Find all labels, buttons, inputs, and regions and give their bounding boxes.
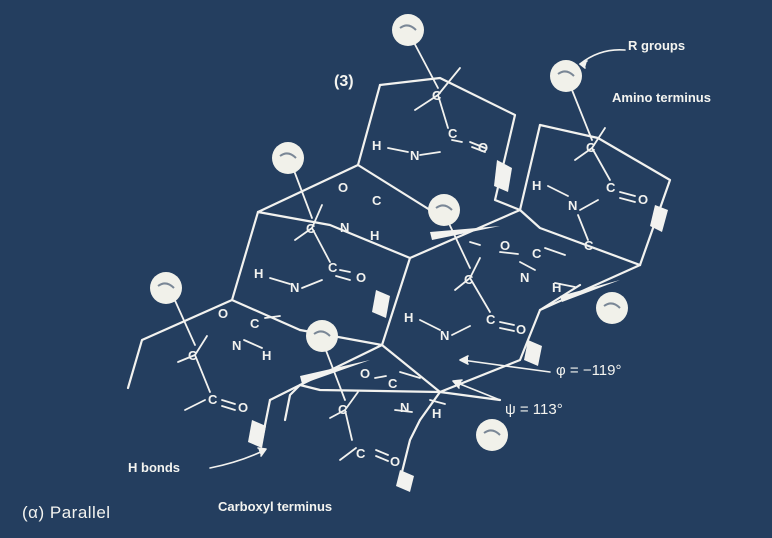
atom-oxygen: O: [356, 270, 366, 285]
atom-carbonyl-carbon: C: [448, 126, 458, 141]
atom-nitrogen: N: [568, 198, 577, 213]
atom-nitrogen: N: [290, 280, 299, 295]
r-group-circle: [150, 272, 182, 304]
atom-carbonyl-carbon: C: [328, 260, 338, 275]
atom-nitrogen: N: [340, 220, 349, 235]
r-groups-label: R groups: [628, 38, 686, 53]
atom-carbon: C: [250, 316, 260, 331]
r-group-circle: [550, 60, 582, 92]
atom-carbonyl-carbon: C: [486, 312, 496, 327]
r-group-circle: [272, 142, 304, 174]
atom-oxygen: O: [478, 140, 488, 155]
atom-oxygen: O: [338, 180, 348, 195]
atom-carbonyl-carbon: C: [606, 180, 616, 195]
r-group-circle: [392, 14, 424, 46]
atom-carbon: C: [532, 246, 542, 261]
atom-alpha-carbon: C: [188, 348, 198, 363]
atom-hydrogen: H: [432, 406, 441, 421]
atom-oxygen: O: [638, 192, 648, 207]
atom-alpha-carbon: C: [586, 140, 596, 155]
atom-carbon: C: [372, 193, 382, 208]
r-group-circle: [596, 292, 628, 324]
r-group-markers: [150, 14, 628, 451]
atom-oxygen: O: [218, 306, 228, 321]
atom-alpha-carbon: C: [338, 402, 348, 417]
atom-oxygen: O: [516, 322, 526, 337]
atom-nitrogen: N: [410, 148, 419, 163]
psi-angle-label: ψ = 113°: [505, 401, 563, 418]
phi-angle-label: φ = −119°: [556, 362, 622, 379]
r-group-circle: [428, 194, 460, 226]
atom-labels: C C O H N C C O H N O C N H C C O O C N …: [188, 88, 648, 469]
atom-nitrogen: N: [232, 338, 241, 353]
atom-oxygen: O: [238, 400, 248, 415]
amino-terminus-label: Amino terminus: [612, 90, 711, 105]
atom-alpha-carbon: C: [306, 221, 316, 236]
atom-hydrogen: H: [254, 266, 263, 281]
annotation-arrows: [209, 48, 626, 469]
atom-nitrogen: N: [440, 328, 449, 343]
carboxyl-terminus-label: Carboxyl terminus: [218, 499, 333, 514]
sheet-outline-upper-left: [126, 76, 522, 442]
atom-hydrogen: H: [370, 228, 379, 243]
atom-nitrogen: N: [400, 400, 409, 415]
atom-hydrogen: H: [262, 348, 271, 363]
atom-oxygen: O: [360, 366, 370, 381]
atom-oxygen: O: [390, 454, 400, 469]
atom-carbon: C: [388, 376, 398, 391]
r-group-circle: [476, 419, 508, 451]
atom-nitrogen: N: [520, 270, 529, 285]
atom-carbonyl-carbon: C: [208, 392, 218, 407]
backbone-bonds-bottom-strand: [321, 339, 446, 462]
atom-carbonyl-carbon: C: [356, 446, 366, 461]
atom-alpha-carbon: C: [432, 88, 442, 103]
r-group-circle: [306, 320, 338, 352]
atom-alpha-carbon: C: [464, 272, 474, 287]
strand-number-label: (3): [334, 73, 354, 90]
atom-oxygen: O: [500, 238, 510, 253]
atom-hydrogen: H: [532, 178, 541, 193]
atom-hydrogen: H: [372, 138, 381, 153]
hydrogen-bond-wedges: [248, 160, 668, 492]
h-bonds-label: H bonds: [128, 460, 180, 475]
atom-hydrogen: H: [552, 280, 561, 295]
panel-caption: (α) Parallel: [22, 503, 111, 522]
atom-carbon: C: [584, 238, 594, 253]
atom-hydrogen: H: [404, 310, 413, 325]
